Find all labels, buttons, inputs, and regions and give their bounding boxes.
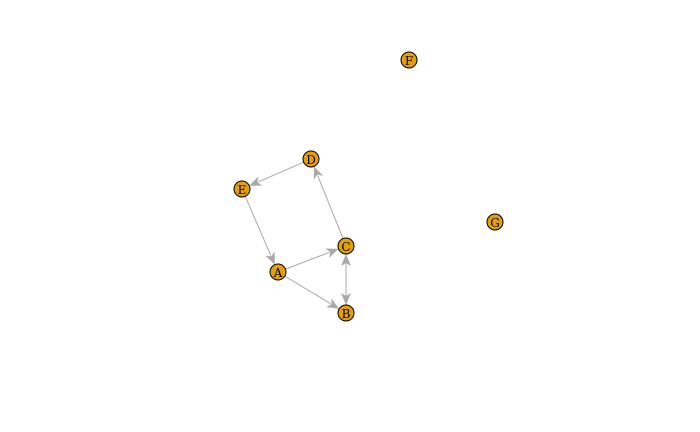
node-A: A xyxy=(269,263,287,281)
node-label: D xyxy=(306,153,316,167)
node-B: B xyxy=(337,304,355,322)
node-label: F xyxy=(405,54,413,68)
edge-A-B xyxy=(284,275,340,309)
node-C: C xyxy=(337,237,355,255)
edge-line xyxy=(244,196,272,256)
node-circle xyxy=(233,180,251,198)
edge-line xyxy=(285,251,330,270)
arrowhead xyxy=(265,251,275,265)
node-circle xyxy=(400,51,418,69)
edges-layer xyxy=(244,161,351,309)
node-circle xyxy=(269,263,287,281)
edge-C-B xyxy=(341,254,351,305)
node-G: G xyxy=(486,213,504,231)
edge-E-A xyxy=(244,196,275,265)
node-circle xyxy=(302,150,320,168)
node-D: D xyxy=(302,150,320,168)
arrowhead xyxy=(249,176,263,186)
arrowhead xyxy=(326,298,340,309)
node-label: A xyxy=(273,266,283,280)
node-label: E xyxy=(238,183,247,197)
node-circle xyxy=(486,213,504,231)
edge-line xyxy=(258,161,304,183)
arrowhead xyxy=(341,293,351,305)
edge-A-C xyxy=(285,248,339,270)
node-F: F xyxy=(400,51,418,69)
node-E: E xyxy=(233,180,251,198)
node-circle xyxy=(337,304,355,322)
node-label: G xyxy=(490,216,500,230)
edge-line xyxy=(317,175,344,239)
node-label: C xyxy=(341,240,350,254)
arrowhead xyxy=(325,248,339,258)
edge-line xyxy=(284,275,331,305)
edge-D-E xyxy=(249,161,304,186)
node-circle xyxy=(337,237,355,255)
edge-C-D xyxy=(313,166,344,239)
nodes-layer: A B C D E F G xyxy=(233,51,504,322)
arrowhead xyxy=(313,166,324,180)
node-label: B xyxy=(342,307,351,321)
